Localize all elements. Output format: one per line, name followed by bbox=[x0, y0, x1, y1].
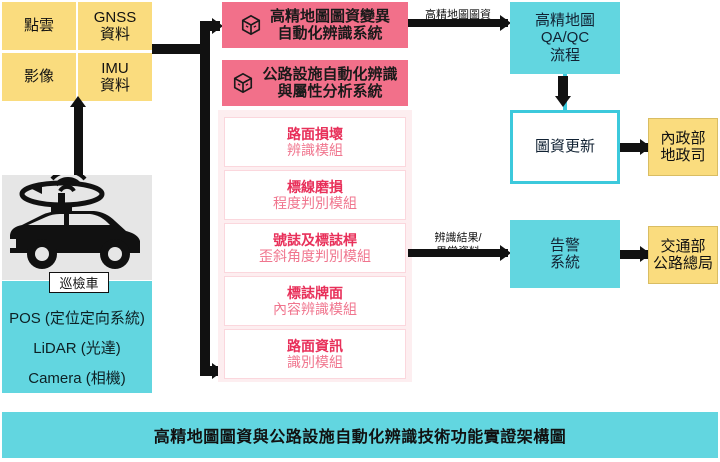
connector-modules-to-alert bbox=[408, 249, 508, 257]
survey-vehicle-image-panel bbox=[2, 169, 152, 280]
input-box-image: 影像 bbox=[2, 53, 76, 101]
output-box-alert-system: 告警 系統 bbox=[510, 220, 620, 288]
input-label-imu: IMU 資料 bbox=[99, 59, 130, 94]
system-line2: 與屬性分析系統 bbox=[277, 83, 383, 100]
connector-qaqc-to-update bbox=[558, 76, 568, 98]
arrowhead-vehicle-to-inputs bbox=[70, 96, 86, 107]
module-subtitle: 識別模組 bbox=[287, 354, 343, 370]
cube-icon bbox=[232, 72, 254, 94]
system-line1: 高精地圖圖資變異 bbox=[269, 7, 390, 25]
survey-vehicle-sensor-panel: POS (定位定向系統) LiDAR (光達) Camera (相機) bbox=[2, 281, 152, 393]
connector-main-bus bbox=[200, 21, 210, 376]
module-card-sign-pole-tilt: 號誌及標誌桿 歪斜角度判別模組 bbox=[224, 223, 406, 273]
connector-vehicle-to-inputs bbox=[74, 104, 83, 176]
input-label-gnss: GNSS 資料 bbox=[93, 8, 137, 43]
system-box-hd-map-change: 高精地圖圖資變異 自動化辨識系統 bbox=[222, 2, 408, 48]
module-title: 標誌牌面 bbox=[287, 284, 343, 301]
figure-caption-text: 高精地圖圖資與公路設施自動化辨識技術功能實證架構圖 bbox=[153, 429, 567, 446]
module-card-pavement-info: 路面資訊 識別模組 bbox=[224, 329, 406, 379]
input-label-point-cloud: 點雲 bbox=[23, 17, 54, 35]
module-title: 號誌及標誌桿 bbox=[273, 231, 357, 248]
survey-vehicle-icon bbox=[8, 169, 140, 269]
survey-vehicle-tag-label: 巡檢車 bbox=[59, 276, 99, 291]
input-box-gnss: GNSS 資料 bbox=[78, 2, 152, 50]
module-subtitle: 歪斜角度判別模組 bbox=[259, 248, 371, 264]
arrowhead-bus-to-system-1 bbox=[212, 18, 223, 34]
module-subtitle: 內容辨識模組 bbox=[273, 301, 357, 317]
connector-bus-to-system-1 bbox=[200, 21, 220, 31]
arrowhead-bus-to-modules bbox=[212, 363, 223, 379]
sensor-item-camera: Camera (相機) bbox=[28, 370, 126, 387]
module-title: 路面損壞 bbox=[287, 125, 343, 142]
system-line1: 公路設施自動化辨識 bbox=[262, 65, 398, 83]
agency-label-moi: 內政部 地政司 bbox=[660, 129, 706, 164]
connector-inputs-to-bus bbox=[152, 44, 208, 54]
input-label-image: 影像 bbox=[23, 68, 54, 86]
arrowhead-alert-to-motc bbox=[640, 246, 651, 262]
arrowhead-update-to-moi bbox=[640, 139, 651, 155]
figure-caption: 高精地圖圖資與公路設施自動化辨識技術功能實證架構圖 bbox=[2, 412, 718, 458]
output-box-qaqc: 高精地圖 QA/QC 流程 bbox=[510, 2, 620, 74]
cube-icon bbox=[240, 14, 262, 36]
module-card-marking-wear: 標線磨損 程度判別模組 bbox=[224, 170, 406, 220]
agency-label-motc: 交通部 公路總局 bbox=[652, 237, 713, 272]
output-label-qaqc: 高精地圖 QA/QC 流程 bbox=[534, 12, 595, 64]
input-box-imu: IMU 資料 bbox=[78, 53, 152, 101]
connector-update-to-moi bbox=[620, 143, 648, 152]
sensor-item-pos: POS (定位定向系統) bbox=[9, 310, 145, 327]
sensor-item-lidar: LiDAR (光達) bbox=[33, 340, 121, 357]
system-line2: 自動化辨識系統 bbox=[277, 25, 383, 42]
edge-label-text: 高精地圖圖資 bbox=[425, 9, 491, 22]
module-subtitle: 程度判別模組 bbox=[273, 195, 357, 211]
input-box-point-cloud: 點雲 bbox=[2, 2, 76, 50]
module-title: 路面資訊 bbox=[287, 337, 343, 354]
module-card-sign-face-content: 標誌牌面 內容辨識模組 bbox=[224, 276, 406, 326]
edge-label-to-alert: 辨識結果/ 異常資料 bbox=[416, 230, 500, 262]
arrowhead-system-to-qaqc bbox=[500, 15, 511, 31]
edge-label-to-qaqc: 高精地圖圖資 bbox=[416, 2, 500, 30]
arrowhead-modules-to-alert bbox=[500, 245, 511, 261]
output-label-map-update: 圖資更新 bbox=[534, 138, 595, 156]
agency-box-motc: 交通部 公路總局 bbox=[648, 226, 718, 284]
connector-alert-to-motc bbox=[620, 250, 648, 259]
system-box-road-facility: 公路設施自動化辨識 與屬性分析系統 bbox=[222, 60, 408, 106]
output-box-map-update: 圖資更新 bbox=[510, 110, 620, 184]
output-label-alert-system: 告警 系統 bbox=[549, 236, 580, 271]
arrowhead-qaqc-to-update bbox=[555, 96, 571, 107]
connector-bus-to-modules bbox=[200, 366, 220, 376]
module-title: 標線磨損 bbox=[287, 178, 343, 195]
agency-box-moi: 內政部 地政司 bbox=[648, 118, 718, 176]
connector-system-to-qaqc bbox=[408, 19, 508, 27]
survey-vehicle-tag: 巡檢車 bbox=[49, 272, 109, 293]
module-subtitle: 辨識模組 bbox=[287, 142, 343, 158]
module-card-pavement-damage: 路面損壞 辨識模組 bbox=[224, 117, 406, 167]
system-label-hd-map-change: 高精地圖圖資變異 自動化辨識系統 bbox=[270, 8, 390, 43]
system-label-road-facility: 公路設施自動化辨識 與屬性分析系統 bbox=[262, 66, 397, 101]
